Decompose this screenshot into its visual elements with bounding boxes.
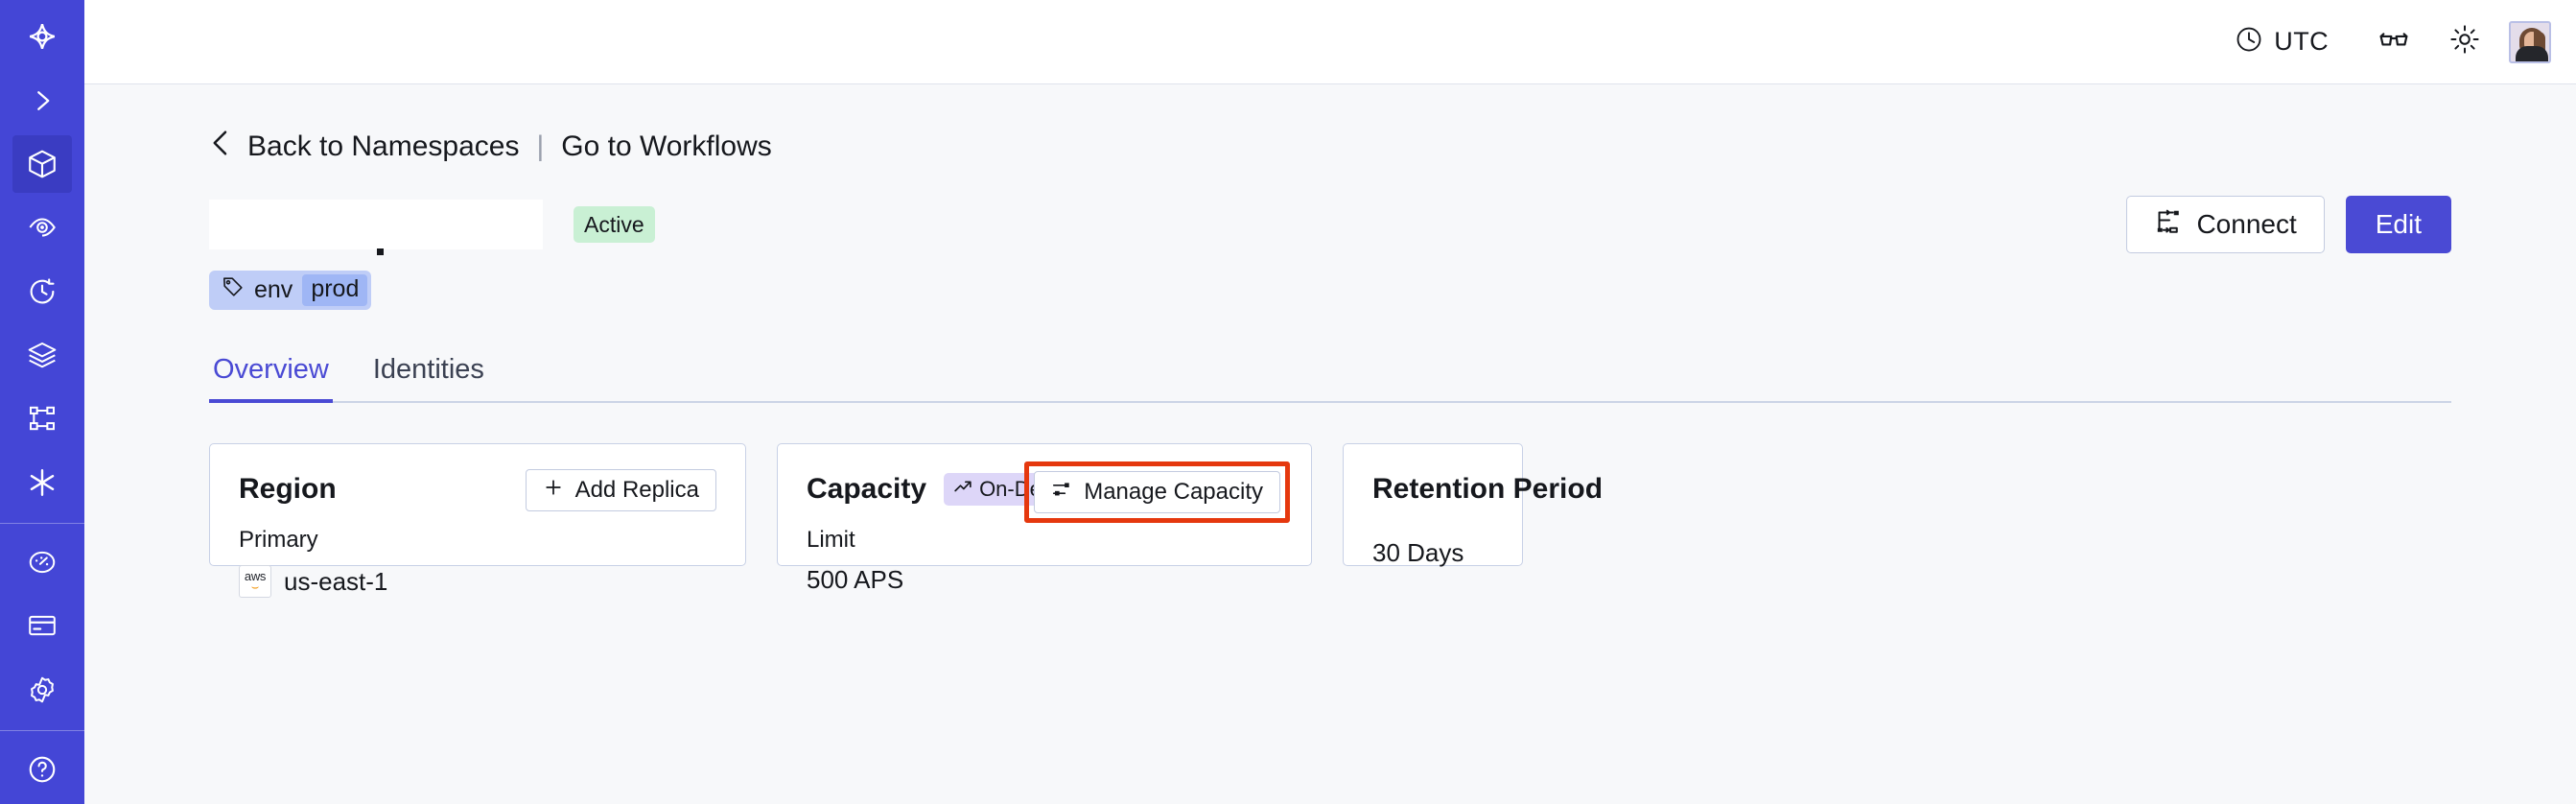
add-replica-button[interactable]: Add Replica: [525, 469, 716, 511]
region-primary-label: Primary: [239, 527, 318, 553]
sliders-icon: [1051, 479, 1072, 507]
sidebar-item-settings[interactable]: [12, 660, 72, 718]
tag-row: env prod: [209, 271, 2451, 310]
connect-button[interactable]: Connect: [2126, 196, 2325, 253]
theme-toggle-button[interactable]: [2438, 15, 2492, 69]
main-area: UTC: [84, 0, 2576, 804]
sidebar-item-namespaces[interactable]: [12, 134, 72, 194]
aws-icon: aws ⌣: [239, 565, 271, 598]
overview-cards: Region Add Replica: [209, 443, 2451, 598]
cube-icon: [26, 148, 59, 180]
gear-icon: [27, 674, 58, 705]
edit-button[interactable]: Edit: [2345, 196, 2451, 253]
sidebar-item-logo[interactable]: [12, 8, 72, 65]
add-replica-label: Add Replica: [574, 477, 699, 503]
tag-value: prod: [302, 274, 368, 306]
aws-icon-swoosh: ⌣: [250, 579, 260, 594]
region-card-title: Region: [239, 473, 337, 505]
sidebar-item-expand-sidebar[interactable]: [12, 71, 72, 129]
breadcrumb-separator: |: [536, 130, 545, 162]
sidebar-divider-2: [0, 729, 84, 731]
avatar-body: [2516, 45, 2548, 61]
page-title: [209, 200, 543, 255]
reader-mode-button[interactable]: [2367, 15, 2421, 69]
usage-gauge-icon: [27, 547, 58, 578]
top-bar: UTC: [84, 0, 2576, 84]
sidebar-divider-1: [0, 522, 84, 524]
eye-spiral-icon: [27, 212, 58, 243]
manage-capacity-button[interactable]: Manage Capacity: [1034, 471, 1280, 513]
manage-capacity-label: Manage Capacity: [1084, 479, 1263, 505]
add-replica-action: Add Replica: [525, 469, 716, 511]
region-value: us-east-1: [284, 566, 388, 596]
timezone-selector[interactable]: UTC: [2235, 25, 2329, 59]
workflow-branch-icon: [27, 403, 58, 434]
glasses-icon: [2377, 23, 2410, 60]
capacity-limit-label: Limit: [807, 527, 855, 553]
sidebar-item-workflows[interactable]: [12, 390, 72, 447]
sidebar-item-usage[interactable]: [12, 533, 72, 591]
tab-bar: Overview Identities: [209, 348, 2451, 403]
primary-sidebar: [0, 0, 84, 804]
retention-card-head: Retention Period: [1372, 473, 1603, 506]
connect-flow-icon: [2154, 207, 2183, 243]
temporal-logo-icon: [26, 20, 59, 53]
capacity-card: Capacity On-Demand: [777, 443, 1312, 594]
capacity-limit-value: 500 APS: [807, 565, 904, 594]
connect-button-label: Connect: [2196, 209, 2297, 239]
region-value-row: aws ⌣ us-east-1: [239, 565, 716, 598]
region-card: Region Add Replica: [209, 443, 746, 598]
sidebar-item-observability[interactable]: [12, 199, 72, 256]
retention-card-title: Retention Period: [1372, 473, 1604, 505]
aws-icon-text: aws: [244, 569, 267, 583]
tab-identities[interactable]: Identities: [372, 354, 484, 385]
timezone-label: UTC: [2274, 27, 2329, 56]
credit-card-icon: [27, 610, 58, 641]
plus-icon: [543, 477, 564, 505]
edit-button-label: Edit: [2375, 209, 2422, 239]
trending-up-icon: [953, 477, 972, 502]
chevron-right-icon: [28, 86, 57, 115]
namespace-tag[interactable]: env prod: [209, 271, 372, 310]
breadcrumb-workflows-link[interactable]: Go to Workflows: [561, 130, 772, 162]
sidebar-item-help[interactable]: [12, 741, 72, 798]
region-card-head: Region: [239, 473, 716, 506]
chevron-left-icon[interactable]: [209, 129, 232, 165]
sidebar-item-nexus[interactable]: [12, 453, 72, 510]
tab-overview[interactable]: Overview: [209, 348, 333, 403]
history-clock-icon: [27, 276, 58, 307]
avatar[interactable]: [2509, 20, 2551, 63]
sun-icon: [2449, 24, 2480, 59]
sidebar-item-deployments[interactable]: [12, 326, 72, 384]
manage-capacity-highlight: Manage Capacity: [1024, 461, 1290, 523]
tag-icon: [222, 275, 245, 305]
namespace-header-row: Active: [209, 196, 2451, 255]
sidebar-item-schedules[interactable]: [12, 262, 72, 319]
clock-icon: [2235, 25, 2263, 59]
retention-value: 30 Days: [1372, 538, 1464, 567]
breadcrumb-back-link[interactable]: Back to Namespaces: [247, 130, 520, 162]
layers-icon: [27, 340, 58, 370]
tag-key: env: [254, 276, 293, 303]
capacity-card-title: Capacity: [807, 473, 927, 505]
breadcrumb: Back to Namespaces | Go to Workflows: [209, 129, 2451, 165]
status-badge: Active: [574, 205, 655, 244]
help-circle-icon: [27, 754, 58, 785]
asterisk-icon: [26, 466, 59, 499]
content-area: Back to Namespaces | Go to Workflows Act…: [84, 84, 2576, 804]
sidebar-item-billing[interactable]: [12, 597, 72, 654]
retention-card: Retention Period 30 Days: [1343, 443, 1603, 567]
